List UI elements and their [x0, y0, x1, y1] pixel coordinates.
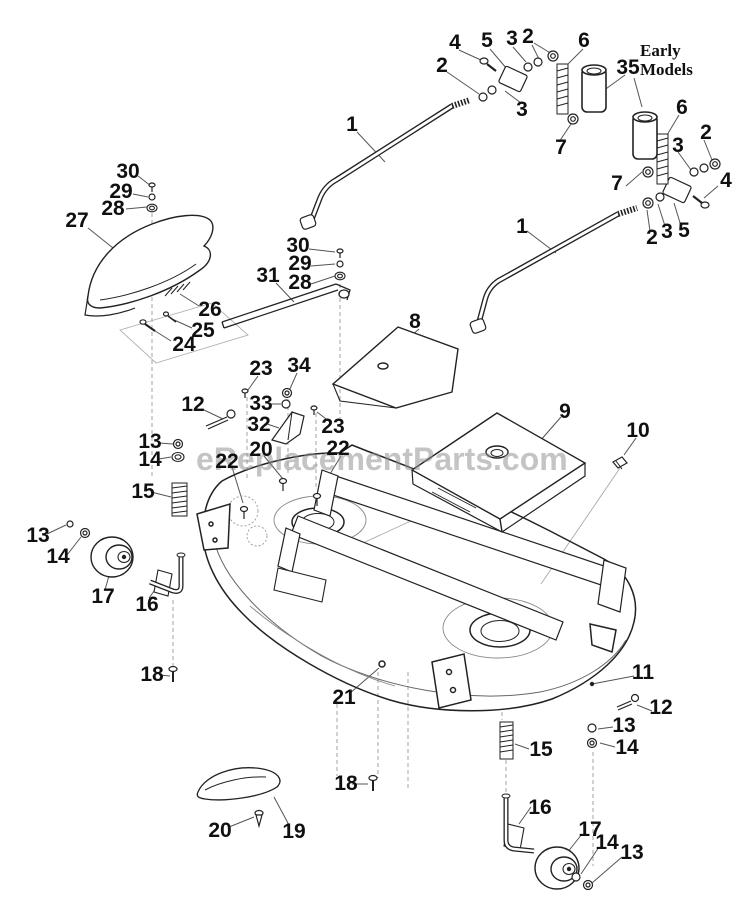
callout-13: 13 — [612, 714, 636, 737]
callout-25: 25 — [191, 319, 215, 342]
early-models-note: Early Models — [640, 41, 693, 79]
callout-17: 17 — [91, 585, 115, 608]
callout-31: 31 — [256, 264, 280, 287]
callout-34: 34 — [287, 354, 311, 377]
callout-11: 11 — [631, 661, 655, 684]
spring — [171, 63, 669, 760]
wheel-axle-right — [501, 793, 535, 854]
callout-9: 9 — [559, 400, 571, 423]
callout-16: 16 — [528, 796, 552, 819]
sleeve-cylinder — [581, 64, 658, 160]
callout-1: 1 — [516, 215, 528, 238]
deck-edge-marks — [589, 681, 595, 687]
callout-5: 5 — [678, 219, 690, 242]
callout-26: 26 — [198, 298, 222, 321]
callout-10: 10 — [626, 419, 650, 442]
callout-12: 12 — [181, 393, 205, 416]
pivot-block-right — [662, 176, 710, 209]
callout-30: 30 — [116, 160, 140, 183]
discharge-deflector — [84, 214, 214, 317]
callout-3: 3 — [672, 134, 684, 157]
callout-17: 17 — [578, 818, 602, 841]
callout-14: 14 — [615, 736, 639, 759]
screw — [139, 182, 378, 829]
lift-rod-right — [469, 205, 638, 334]
callout-18: 18 — [140, 663, 164, 686]
baffle-plate — [271, 411, 305, 445]
gauge-wheel-left — [90, 536, 134, 578]
callout-3: 3 — [516, 98, 528, 121]
construction-lines — [119, 213, 621, 866]
callout-27: 27 — [65, 209, 89, 232]
callout-4: 4 — [720, 169, 732, 192]
side-deflector — [196, 767, 281, 801]
callout-23: 23 — [249, 357, 273, 380]
washer — [66, 57, 709, 882]
callout-6: 6 — [578, 29, 590, 52]
callout-28: 28 — [288, 271, 312, 294]
callout-2: 2 — [436, 54, 448, 77]
callout-13: 13 — [138, 430, 162, 453]
callout-8: 8 — [409, 310, 421, 333]
early-models-line1: Early — [640, 41, 681, 60]
callout-22: 22 — [326, 437, 350, 460]
callout-2: 2 — [522, 25, 534, 48]
callout-22: 22 — [215, 450, 239, 473]
callout-13: 13 — [26, 524, 50, 547]
callout-3: 3 — [506, 27, 518, 50]
callout-23: 23 — [321, 415, 345, 438]
wheel-axle-left — [149, 552, 186, 597]
callout-32: 32 — [247, 413, 271, 436]
gauge-wheel-right — [534, 846, 580, 890]
callout-5: 5 — [481, 29, 493, 52]
callout-20: 20 — [208, 819, 232, 842]
callout-14: 14 — [138, 448, 162, 471]
callout-7: 7 — [555, 136, 567, 159]
callout-28: 28 — [101, 197, 125, 220]
callout-1: 1 — [346, 113, 358, 136]
belt-cover-small — [331, 326, 459, 409]
belt-cover-large — [410, 412, 587, 533]
callout-7: 7 — [611, 172, 623, 195]
flanged-locknut — [146, 203, 346, 463]
callout-35: 35 — [616, 56, 640, 79]
callout-14: 14 — [595, 831, 619, 854]
retainer-clip — [612, 456, 628, 470]
callout-29: 29 — [109, 180, 133, 203]
lift-rod-left — [299, 97, 471, 230]
callout-2: 2 — [646, 226, 658, 249]
callout-13: 13 — [620, 841, 644, 864]
callout-16: 16 — [135, 593, 159, 616]
callout-12: 12 — [649, 696, 673, 719]
callout-15: 15 — [131, 480, 155, 503]
callout-24: 24 — [172, 333, 196, 356]
hairpin-cotter — [205, 409, 640, 711]
callout-18: 18 — [334, 772, 358, 795]
callout-21: 21 — [332, 686, 356, 709]
callout-2: 2 — [700, 121, 712, 144]
callout-30: 30 — [286, 234, 310, 257]
callout-3: 3 — [661, 220, 673, 243]
callout-29: 29 — [288, 252, 312, 275]
callout-19: 19 — [282, 820, 306, 843]
adjuster-rod — [221, 283, 351, 329]
early-models-line2: Models — [640, 60, 693, 79]
mower-deck-housing — [196, 444, 637, 712]
pivot-block-left — [479, 57, 528, 93]
nut — [79, 50, 721, 891]
callout-14: 14 — [46, 545, 70, 568]
callout-15: 15 — [529, 738, 553, 761]
callout-4: 4 — [449, 31, 461, 54]
watermark: eReplacementParts.com — [196, 441, 568, 477]
callout-6: 6 — [676, 96, 688, 119]
callout-33: 33 — [249, 392, 273, 415]
callout-20: 20 — [249, 438, 273, 461]
